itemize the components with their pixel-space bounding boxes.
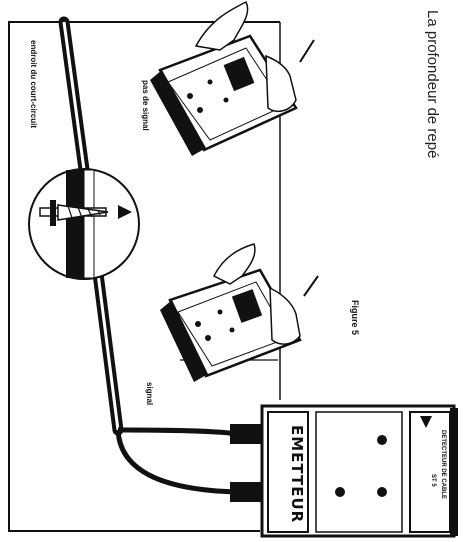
receiver-upper (150, 2, 314, 156)
zoom-circle (29, 169, 139, 279)
receiver-middle (160, 244, 318, 382)
label-no-signal: pas de signal (141, 80, 150, 131)
transmitter-title: EMETTEUR (288, 425, 306, 523)
figure-label: Figure 5 (350, 300, 360, 335)
transmitter-subtitle: DETECTEUR DE CABLE (440, 430, 446, 499)
transmitter-model: ST 5 (430, 474, 436, 487)
caption-text: La profondeur de repé (424, 10, 441, 158)
label-signal: signal (145, 382, 154, 405)
label-fault-location: endroit du court-circuit (29, 40, 38, 128)
